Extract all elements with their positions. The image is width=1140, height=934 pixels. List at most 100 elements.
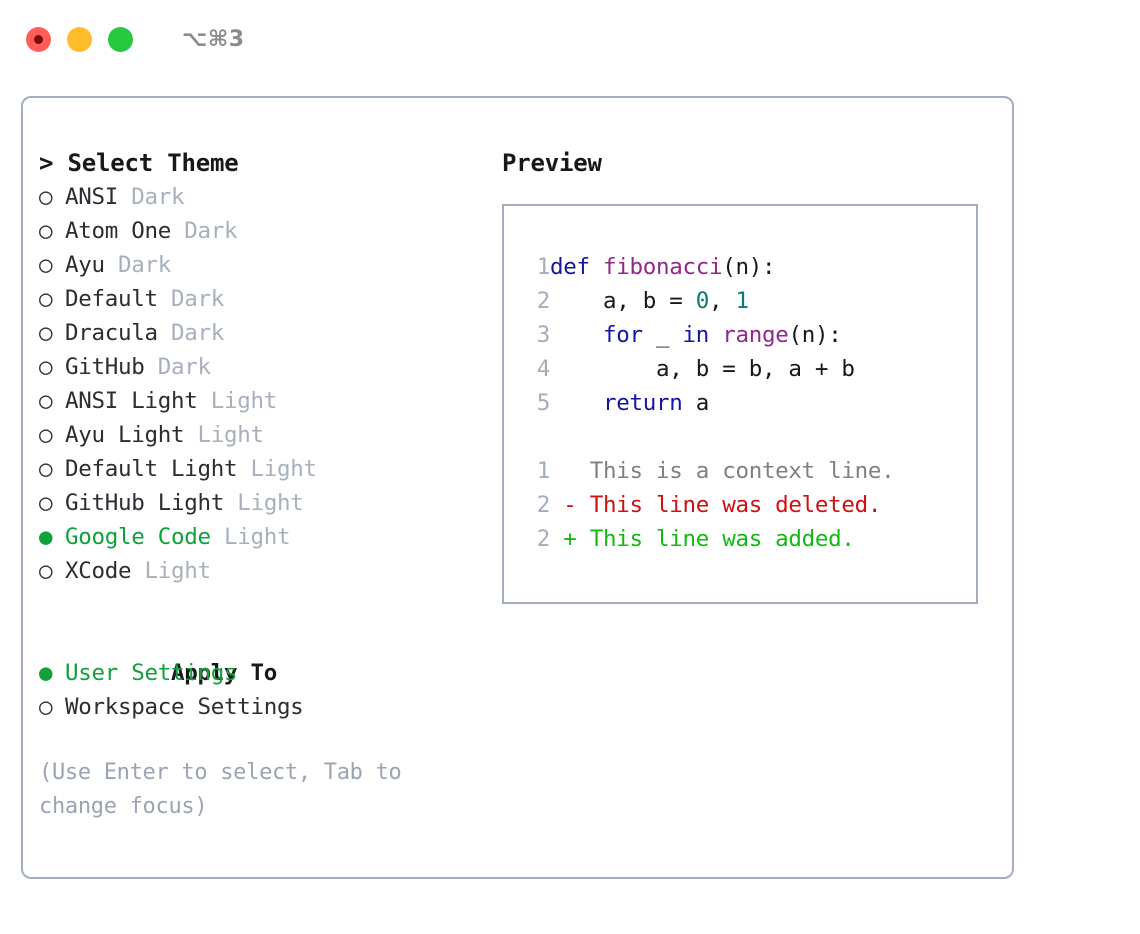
theme-option-tag: Dark: [131, 184, 185, 210]
token-kw: return: [603, 390, 683, 416]
apply-to-list[interactable]: ● User Settings ○ Workspace Settings: [39, 656, 499, 724]
code-line: 3 for _ in range(n):: [504, 318, 976, 352]
apply-to-option-user-settings[interactable]: ● User Settings: [39, 656, 499, 690]
preview-title: Preview: [502, 149, 602, 177]
apply-to-option-label: User Settings: [65, 660, 238, 686]
token-kw: def: [550, 254, 603, 280]
token-txt: a, b = b, a + b: [550, 356, 855, 382]
theme-list[interactable]: ○ANSI Dark○Atom One Dark○Ayu Dark○Defaul…: [39, 180, 499, 588]
theme-label-gap: [237, 456, 250, 482]
theme-label-gap: [131, 558, 144, 584]
radio-selected-icon: ●: [39, 524, 53, 550]
apply-to-option-workspace-settings[interactable]: ○ Workspace Settings: [39, 690, 499, 724]
theme-option-label: Default: [65, 286, 158, 312]
radio-unselected-icon: ○: [39, 388, 53, 414]
theme-option-label: GitHub Light: [65, 490, 224, 516]
radio-selected-icon: ●: [39, 660, 53, 686]
theme-option-tag: Light: [144, 558, 211, 584]
theme-option-ayu-light[interactable]: ○ Ayu Light Light: [39, 418, 499, 452]
code-line-content: return a: [550, 390, 709, 416]
theme-label-gap: [158, 320, 171, 346]
theme-option-google-code[interactable]: ● Google Code Light: [39, 520, 499, 554]
select-theme-header: > Select Theme: [39, 149, 239, 177]
token-txt: [550, 322, 603, 348]
apply-to-title-label: Apply To: [170, 660, 277, 686]
theme-option-xcode[interactable]: ○XCode Light: [39, 554, 499, 588]
code-line-content: def fibonacci(n):: [550, 254, 776, 280]
list-spacer: [39, 588, 499, 622]
traffic-lights: [26, 26, 133, 52]
theme-label-gap: [224, 490, 237, 516]
close-button-icon[interactable]: [26, 26, 51, 52]
theme-option-tag: Light: [223, 524, 291, 550]
line-number: 5: [536, 390, 551, 416]
radio-unselected-icon: ○: [39, 218, 53, 244]
token-txt: (n):: [788, 322, 842, 348]
theme-option-dracula[interactable]: ○ Dracula Dark: [39, 316, 499, 350]
theme-option-tag: Light: [250, 456, 317, 482]
minimize-button-icon[interactable]: [67, 26, 92, 52]
theme-label-gap: [211, 524, 224, 550]
line-number: 4: [536, 356, 551, 382]
window-titlebar: ⌥⌘3: [0, 0, 1140, 78]
radio-unselected-icon: ○: [39, 694, 53, 720]
diff-line-content: This is a context line.: [550, 458, 895, 484]
theme-option-label: Ayu Light: [65, 422, 185, 448]
theme-option-ansi[interactable]: ○ ANSI Dark: [39, 180, 499, 214]
theme-option-tag: Light: [197, 422, 264, 448]
radio-unselected-icon: ○: [39, 456, 53, 482]
token-kw: for: [603, 322, 643, 348]
apply-to-option-label: Workspace Settings: [65, 694, 304, 720]
token-del: - This line was deleted.: [550, 492, 882, 518]
code-diff-gap: [504, 420, 976, 454]
theme-option-tag: Dark: [170, 320, 224, 346]
theme-label-gap: [197, 388, 210, 414]
theme-selector-column: > Select Theme ○ANSI Dark○Atom One Dark○…: [39, 146, 499, 824]
token-txt: [709, 322, 722, 348]
theme-option-label: ANSI: [65, 184, 118, 210]
theme-label-gap: [118, 184, 131, 210]
line-number: 2: [536, 492, 551, 518]
theme-option-label: Dracula: [65, 320, 158, 346]
code-line: 1def fibonacci(n):: [504, 250, 976, 284]
line-number: 1: [536, 458, 551, 484]
radio-unselected-icon: ○: [39, 252, 53, 278]
theme-option-atom-one[interactable]: ○Atom One Dark: [39, 214, 499, 248]
code-line: 4 a, b = b, a + b: [504, 352, 976, 386]
theme-label-gap: [184, 422, 197, 448]
theme-option-tag: Dark: [184, 218, 238, 244]
radio-unselected-icon: ○: [39, 354, 53, 380]
code-line: 5 return a: [504, 386, 976, 420]
theme-option-github[interactable]: ○GitHub Dark: [39, 350, 499, 384]
theme-option-label: Google Code: [65, 524, 211, 550]
diff-sample: 1 This is a context line. 2 - This line w…: [504, 454, 976, 556]
keyboard-hint: (Use Enter to select, Tab to change focu…: [39, 760, 402, 819]
token-txt: [550, 390, 603, 416]
radio-unselected-icon: ○: [39, 422, 53, 448]
theme-label-gap: [144, 354, 157, 380]
theme-option-github-light[interactable]: ○GitHub Light Light: [39, 486, 499, 520]
theme-option-tag: Dark: [157, 354, 211, 380]
theme-option-default[interactable]: ○Default Dark: [39, 282, 499, 316]
diff-line-content: - This line was deleted.: [550, 492, 881, 518]
theme-option-label: Ayu: [65, 252, 105, 278]
token-txt: (n):: [722, 254, 776, 280]
theme-option-tag: Light: [237, 490, 304, 516]
theme-option-label: ANSI Light: [65, 388, 198, 414]
theme-option-label: XCode: [65, 558, 132, 584]
code-line-content: for _ in range(n):: [550, 322, 842, 348]
theme-label-gap: [171, 218, 184, 244]
theme-option-default-light[interactable]: ○Default Light Light: [39, 452, 499, 486]
code-line-content: a, b = 0, 1: [550, 288, 749, 314]
theme-option-ansi-light[interactable]: ○ANSI Light Light: [39, 384, 499, 418]
maximize-button-icon[interactable]: [108, 26, 133, 52]
line-number: 3: [536, 322, 551, 348]
token-add: + This line was added.: [550, 526, 855, 552]
radio-unselected-icon: ○: [39, 320, 53, 346]
line-number: 1: [536, 254, 551, 280]
token-txt: _: [642, 322, 683, 348]
theme-option-ayu[interactable]: ○Ayu Dark: [39, 248, 499, 282]
radio-unselected-icon: ○: [39, 184, 53, 210]
